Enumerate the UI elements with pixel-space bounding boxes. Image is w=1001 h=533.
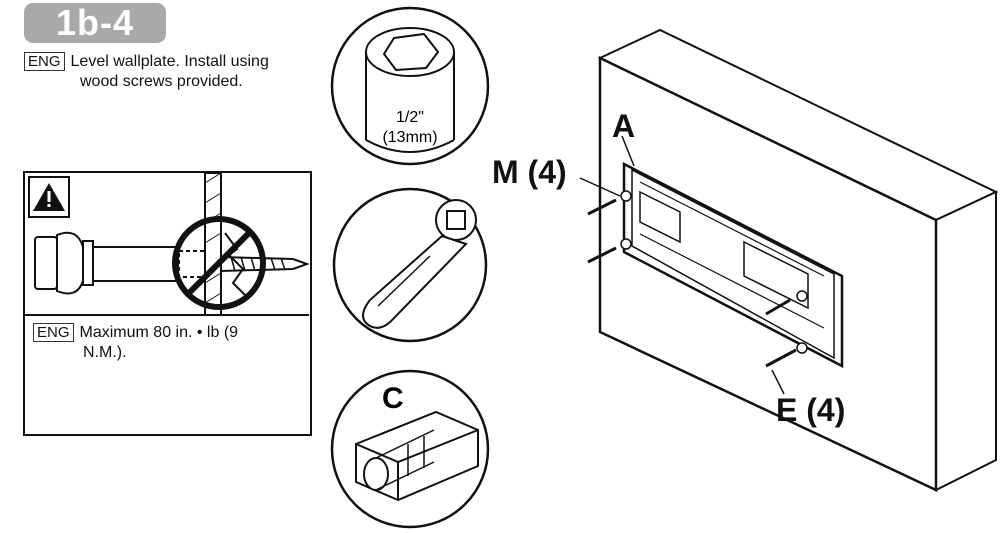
wood-screw: [765, 348, 797, 368]
wallplate-callout: A: [612, 108, 636, 144]
socket-size-label: 1/2": [396, 109, 424, 126]
warning-text: ENG Maximum 80 in. • lb (9 N.M.).: [33, 323, 303, 363]
adapter-label: C: [382, 382, 404, 415]
wood-screws-callout: E (4): [776, 392, 846, 428]
socket-size-metric-label: (13mm): [382, 129, 437, 146]
adapter-tool: C: [330, 369, 490, 529]
language-tag: ENG: [33, 323, 74, 342]
wallplate: [620, 161, 844, 369]
prohibition-icon: [172, 216, 266, 310]
instruction-line-2: wood screws provided.: [80, 73, 243, 90]
instruction-text: ENG Level wallplate. Install using wood s…: [24, 52, 324, 92]
warning-line-1: Maximum 80 in. • lb (9: [79, 324, 239, 341]
anchor-screws-callout: M (4): [492, 154, 567, 190]
instruction-line-1: Level wallplate. Install using: [70, 53, 269, 70]
overtighten-warning-illustration: [25, 172, 310, 316]
socket-tool: 1/2" (13mm): [330, 6, 490, 166]
warning-panel: [23, 171, 312, 436]
anchor-screws: [587, 198, 791, 316]
warning-line-2: N.M.).: [83, 344, 127, 361]
wall-mount-diagram: [579, 28, 999, 492]
step-badge: 1b-4: [24, 3, 166, 43]
language-tag: ENG: [24, 52, 65, 71]
ratchet-tool: [332, 187, 488, 343]
tool-circles: 1/2" (13mm) C: [330, 6, 490, 529]
